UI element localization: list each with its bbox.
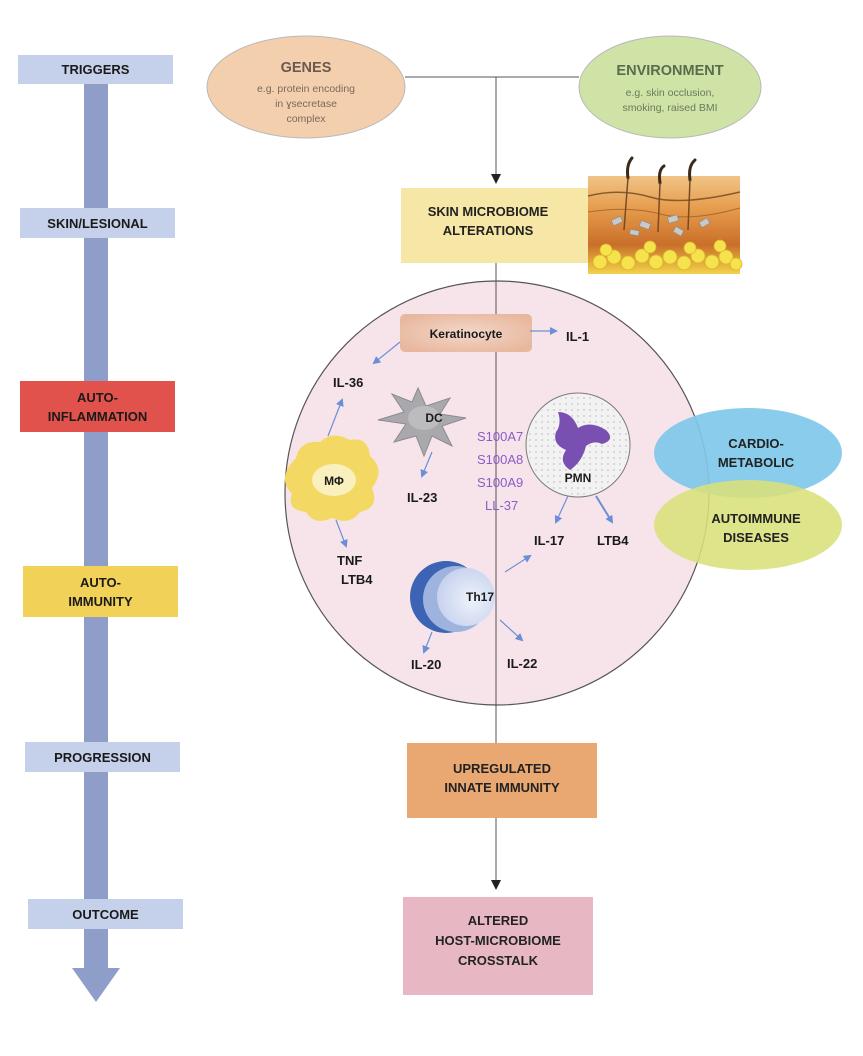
stage-auto-immunity: AUTO- IMMUNITY (23, 566, 178, 617)
genes-oval: GENES e.g. protein encoding in ɣsecretas… (206, 35, 406, 139)
arrow-to-il17 (554, 495, 569, 524)
skin-microbiome-label-1: SKIN MICROBIOME (428, 204, 549, 219)
peptide-ll37: LL-37 (485, 498, 518, 513)
cytokine-ltb4-right: LTB4 (597, 533, 629, 548)
altered-label-2: HOST-MICROBIOME (435, 933, 561, 948)
skin-illustration (587, 156, 743, 274)
cardio-label-1: CARDIO- (728, 436, 784, 451)
arrow-to-il36 (372, 341, 401, 365)
stage-triggers-label: TRIGGERS (62, 62, 130, 77)
cytokine-il17: IL-17 (534, 533, 564, 548)
environment-sub-2: smoking, raised BMI (622, 102, 717, 114)
stage-skin-lesional-label: SKIN/LESIONAL (47, 216, 147, 231)
genes-sub-2: in ɣsecretase (275, 98, 337, 110)
autoimmune-label-1: AUTOIMMUNE (711, 511, 801, 526)
trigger-connectors (405, 76, 579, 184)
peptide-s100a7: S100A7 (477, 429, 523, 444)
cytokine-il36: IL-36 (333, 375, 363, 390)
altered-label-1: ALTERED (468, 913, 528, 928)
cytokine-il1: IL-1 (566, 329, 589, 344)
autoimmune-label-2: DISEASES (723, 530, 789, 545)
environment-title: ENVIRONMENT (616, 63, 723, 79)
stage-progression-label: PROGRESSION (54, 750, 151, 765)
arrow-th17-to-il17 (504, 554, 532, 573)
dendritic-cell: DC (377, 386, 467, 458)
arrow-to-ltb4-right (595, 495, 614, 524)
dc-label: DC (425, 411, 443, 425)
upregulated-label-2: INNATE IMMUNITY (444, 780, 560, 795)
pmn-label: PMN (565, 471, 592, 485)
stage-progression: PROGRESSION (25, 742, 180, 772)
stage-auto-inflammation-label-2: INFLAMMATION (48, 409, 147, 424)
stage-auto-immunity-label-2: IMMUNITY (68, 594, 133, 609)
genes-title: GENES (281, 60, 332, 76)
environment-oval: ENVIRONMENT e.g. skin occlusion, smoking… (578, 35, 762, 139)
genes-sub-3: complex (286, 113, 326, 125)
skin-microbiome-label-2: ALTERATIONS (443, 223, 534, 238)
macrophage-cell: MΦ (284, 435, 379, 521)
macrophage-label: MΦ (324, 474, 344, 488)
stage-outcome-label: OUTCOME (72, 907, 139, 922)
cytokine-tnf: TNF (337, 553, 362, 568)
stage-outcome: OUTCOME (28, 899, 183, 929)
autoimmune-oval: AUTOIMMUNE DISEASES (654, 480, 842, 570)
upregulated-label-1: UPREGULATED (453, 761, 551, 776)
arrow-to-il20 (422, 631, 433, 654)
cytokine-il20: IL-20 (411, 657, 441, 672)
skin-microbiome-box: SKIN MICROBIOME ALTERATIONS (401, 188, 590, 263)
peptide-s100a8: S100A8 (477, 452, 523, 467)
cardio-label-2: METABOLIC (718, 455, 795, 470)
th17-cell: Th17 (410, 561, 495, 633)
cytokine-il23: IL-23 (407, 490, 437, 505)
pmn-cell: PMN (525, 392, 631, 498)
upregulated-innate-immunity-box: UPREGULATED INNATE IMMUNITY (407, 743, 597, 818)
cytokine-ltb4-left: LTB4 (341, 572, 373, 587)
stage-auto-immunity-label-1: AUTO- (80, 575, 121, 590)
environment-sub-1: e.g. skin occlusion, (626, 87, 715, 99)
cardio-metabolic-oval: CARDIO- METABOLIC (654, 408, 842, 498)
arrow-to-tnf (335, 519, 348, 548)
genes-sub-1: e.g. protein encoding (257, 83, 355, 95)
stage-skin-lesional: SKIN/LESIONAL (20, 208, 175, 238)
altered-label-3: CROSSTALK (458, 953, 539, 968)
cytokine-il22: IL-22 (507, 656, 537, 671)
peptide-s100a9: S100A9 (477, 475, 523, 490)
altered-crosstalk-box: ALTERED HOST-MICROBIOME CROSSTALK (403, 897, 593, 995)
stage-auto-inflammation-label-1: AUTO- (77, 390, 118, 405)
th17-label: Th17 (466, 590, 494, 604)
arrow-to-il22 (499, 619, 524, 642)
arrow-to-il23 (420, 451, 433, 478)
keratinocyte-cell: Keratinocyte (400, 314, 532, 352)
stage-auto-inflammation: AUTO- INFLAMMATION (20, 381, 175, 432)
stage-triggers: TRIGGERS (18, 55, 173, 84)
arrow-mf-to-il36 (327, 398, 344, 437)
keratinocyte-label: Keratinocyte (430, 327, 503, 341)
